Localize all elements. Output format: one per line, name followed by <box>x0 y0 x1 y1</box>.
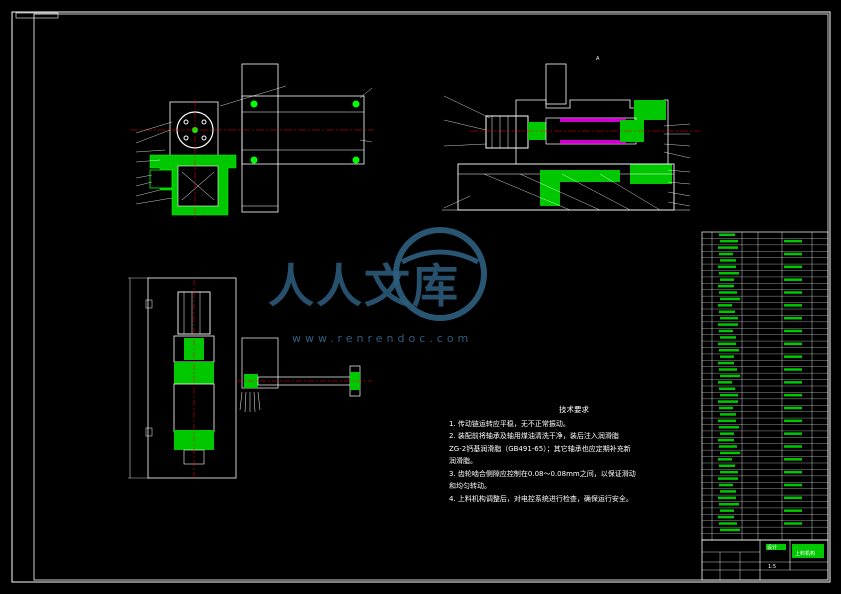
view-label-a: A <box>596 56 600 62</box>
table-row-material <box>784 470 802 474</box>
table-row-entry <box>719 503 739 506</box>
table-row-entry <box>720 259 736 262</box>
table-row-entry <box>720 297 740 301</box>
table-row-entry <box>718 515 734 519</box>
table-row-entry <box>719 291 737 294</box>
table-row-entry <box>719 233 735 236</box>
table-row-entry <box>719 252 733 256</box>
top-view <box>128 277 372 479</box>
table-row-entry <box>720 393 738 397</box>
table-row-entry <box>718 438 734 442</box>
table-row-material <box>784 419 802 423</box>
table-row-entry <box>719 329 733 333</box>
table-row-material <box>784 239 802 243</box>
table-row-material <box>784 406 802 410</box>
table-row-entry <box>720 470 738 474</box>
table-row-material <box>784 496 802 500</box>
title-block <box>701 539 829 581</box>
table-row-entry <box>720 413 736 416</box>
table-row-material <box>784 316 802 320</box>
tech-line: 4. 上料机构调整后，对电控系统进行检查，确保运行安全。 <box>449 494 633 503</box>
table-row-material <box>784 265 802 269</box>
approval-label: 设计 <box>767 545 778 551</box>
table-row-entry <box>720 374 740 378</box>
table-row-material <box>784 278 802 281</box>
table-row-entry <box>720 528 740 532</box>
tech-line: 和均匀转动。 <box>449 482 491 490</box>
table-row-entry <box>718 342 736 346</box>
table-row-entry <box>719 310 735 313</box>
table-row-entry <box>719 272 739 275</box>
table-row-material <box>784 393 802 397</box>
table-row-entry <box>718 496 736 500</box>
table-row-material <box>784 509 802 512</box>
table-row-entry <box>719 522 737 525</box>
tech-line: 润滑脂。 <box>449 457 477 465</box>
table-row-entry <box>719 349 739 352</box>
table-row-material <box>784 291 802 294</box>
parts-list-table <box>701 231 829 541</box>
table-row-entry <box>720 239 738 243</box>
table-row-material <box>784 381 802 384</box>
table-row-entry <box>718 361 734 365</box>
table-row-entry <box>719 406 733 410</box>
table-row-entry <box>719 445 737 448</box>
table-row-entry <box>718 265 736 269</box>
table-row-material <box>784 342 802 346</box>
table-row-entry <box>718 381 732 384</box>
table-row-entry <box>720 336 736 339</box>
table-row-entry <box>719 426 739 429</box>
scale-label: 1:5 <box>768 564 777 570</box>
table-row-material <box>784 445 802 448</box>
table-row-entry <box>718 246 738 249</box>
table-row-entry <box>718 304 732 307</box>
table-row-entry <box>720 490 736 493</box>
table-row-entry <box>720 355 734 358</box>
watermark-text: 人人文库 <box>268 259 460 313</box>
front-section-view <box>442 63 700 211</box>
table-row-material <box>784 483 802 487</box>
table-row-entry <box>719 387 735 390</box>
tech-line: 1. 传动链运转应平稳，无不正常振动。 <box>449 419 570 428</box>
table-row-material <box>784 304 802 307</box>
table-row-entry <box>718 284 734 288</box>
technical-requirements: 技术要求 1. 传动链运转应平稳，无不正常振动。 2. 装配前将轴承及轴用煤油清… <box>449 404 689 505</box>
table-row-entry <box>720 509 734 512</box>
table-row-material <box>784 432 802 435</box>
tech-line: ZG-2钙基润滑脂（GB491-65）；其它轴承也应定期补充新 <box>449 444 631 453</box>
table-row-entry <box>718 458 732 461</box>
table-row-entry <box>719 464 735 467</box>
table-row-entry <box>720 278 734 281</box>
table-row-entry <box>718 400 738 403</box>
table-row-entry <box>720 316 738 320</box>
table-row-material <box>784 355 802 358</box>
tech-title: 技术要求 <box>559 405 589 414</box>
code-box <box>15 12 59 19</box>
table-row-entry <box>718 477 738 480</box>
table-row-material <box>784 329 802 333</box>
watermark-url: www.renrendoc.com <box>292 332 473 345</box>
table-row-entry <box>719 483 733 487</box>
drawing-name: 上料机构 <box>795 551 816 557</box>
table-row-material <box>784 368 802 371</box>
table-row-entry <box>720 432 734 435</box>
watermark-logo <box>393 227 487 321</box>
tech-line: 3. 齿轮啮合侧隙应控制在0.08～0.08mm之间，以保证滑动 <box>449 469 636 478</box>
outer-frame <box>11 11 831 583</box>
table-row-entry <box>720 451 740 455</box>
tech-line: 2. 装配前将轴承及轴用煤油清洗干净，装后注入润滑脂 <box>449 432 619 440</box>
table-row-entry <box>718 323 738 326</box>
table-row-material <box>784 522 802 525</box>
table-row-material <box>784 458 802 461</box>
table-row-entry <box>719 368 737 371</box>
side-view <box>130 63 374 218</box>
table-row-entry <box>718 419 736 423</box>
table-row-material <box>784 252 802 256</box>
